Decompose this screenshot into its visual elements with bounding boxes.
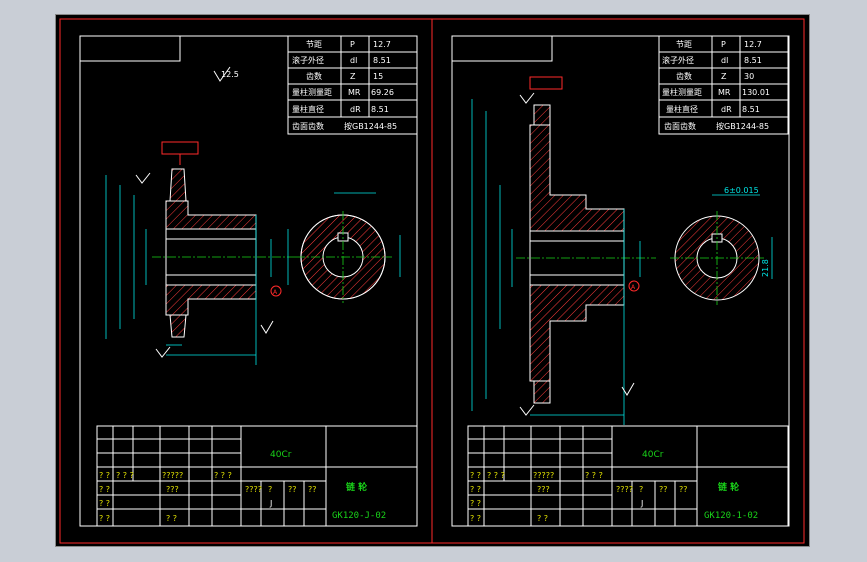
right-param-symbol-2: Z <box>721 72 727 81</box>
right-param-value-3: 130.01 <box>742 88 770 97</box>
left-param-table: 节距 P 12.7 滚子外径 dl 8.51 齿数 Z 15 量柱测量距 MR … <box>287 35 418 135</box>
right-title-mark-2: ?? <box>659 485 668 494</box>
right-param-symbol-0: P <box>721 40 726 49</box>
left-corner-box <box>79 35 181 62</box>
left-drawing-no: GK120-J-02 <box>332 511 386 521</box>
left-param-value-4: 8.51 <box>371 105 389 114</box>
right-sheet: 节距 P 12.7 滚子外径 dl 8.51 齿数 Z 30 量柱测量距 MR … <box>451 35 790 527</box>
left-param-symbol-2: Z <box>350 72 356 81</box>
right-param-value-5: 按GB1244-85 <box>716 121 769 131</box>
left-sheet-mark: J <box>269 499 272 508</box>
cad-drawing-canvas[interactable]: 节距 P 12.7 滚子外径 dl 8.51 齿数 Z 15 量柱测量距 MR … <box>55 14 810 547</box>
left-param-symbol-1: dl <box>350 56 357 65</box>
left-tq-6: ??? <box>166 485 179 494</box>
right-title-mark-1: ? <box>639 485 643 494</box>
left-param-value-5: 按GB1244-85 <box>344 121 397 131</box>
left-section-view: A <box>105 141 296 365</box>
left-param-label-0: 节距 <box>306 40 322 49</box>
right-param-value-1: 8.51 <box>744 56 762 65</box>
left-param-symbol-0: P <box>350 40 355 49</box>
right-param-table: 节距 P 12.7 滚子外径 dl 8.51 齿数 Z 30 量柱测量距 MR … <box>658 35 789 135</box>
left-sheet: 节距 P 12.7 滚子外径 dl 8.51 齿数 Z 15 量柱测量距 MR … <box>79 35 418 527</box>
right-tq-8: ? ? <box>537 514 548 523</box>
left-param-value-2: 15 <box>373 72 383 81</box>
left-param-label-5: 齿面齿数 <box>292 121 324 131</box>
left-param-label-2: 齿数 <box>306 71 322 81</box>
right-title-block: ? ? ? ? ? ????? ? ? ? ? ? ? ? ??? ? ? ? … <box>467 425 789 527</box>
right-section-view: A <box>471 76 656 425</box>
left-material: 40Cr <box>270 450 292 460</box>
left-title-mark-0: ???? <box>245 485 262 494</box>
left-title-mark-1: ? <box>268 485 272 494</box>
right-param-label-2: 齿数 <box>676 71 692 81</box>
right-title-mark-0: ???? <box>616 485 633 494</box>
left-tq-4: ? ? <box>99 485 110 494</box>
right-drawing-no: GK120-1-02 <box>704 511 758 521</box>
right-sheet-border <box>431 18 805 544</box>
right-param-value-4: 8.51 <box>742 105 760 114</box>
right-datum-label: A <box>631 284 636 291</box>
right-tq-7: ? ? <box>470 514 481 523</box>
left-title-mark-2: ?? <box>288 485 297 494</box>
right-param-symbol-3: MR <box>718 88 731 97</box>
right-param-label-5: 齿面齿数 <box>664 121 696 131</box>
left-roughness-note: 12.5 <box>221 70 239 79</box>
left-param-label-3: 量柱测量距 <box>292 87 332 97</box>
right-keyway-depth: 21.8 <box>761 259 770 277</box>
left-roughness-symbol <box>213 66 231 82</box>
left-tq-5: ? ? <box>99 499 110 508</box>
drawing-svg: 节距 P 12.7 滚子外径 dl 8.51 齿数 Z 15 量柱测量距 MR … <box>59 18 805 544</box>
left-param-symbol-3: MR <box>348 88 361 97</box>
right-param-label-0: 节距 <box>676 40 692 49</box>
left-end-view <box>296 192 401 303</box>
right-tq-5: ? ? <box>470 499 481 508</box>
right-tq-3: ? ? ? <box>585 471 603 480</box>
right-corner-box <box>451 35 553 62</box>
left-param-label-1: 滚子外径 <box>292 55 324 65</box>
right-part-name: 链 轮 <box>718 481 739 493</box>
left-part-name: 链 轮 <box>346 481 367 493</box>
left-param-value-3: 69.26 <box>371 88 394 97</box>
left-param-value-1: 8.51 <box>373 56 391 65</box>
left-tq-1: ? ? ? <box>116 471 134 480</box>
right-tq-2: ????? <box>533 471 554 480</box>
right-param-label-1: 滚子外径 <box>662 55 694 65</box>
right-param-label-3: 量柱测量距 <box>662 87 702 97</box>
left-tq-0: ? ? <box>99 471 110 480</box>
left-tq-8: ? ? <box>166 514 177 523</box>
left-param-label-4: 量柱直径 <box>292 104 324 114</box>
right-param-value-0: 12.7 <box>744 40 762 49</box>
left-param-symbol-4: dR <box>350 105 361 114</box>
right-sheet-mark: J <box>640 499 643 508</box>
right-title-mark-3: ?? <box>679 485 688 494</box>
right-material: 40Cr <box>642 450 664 460</box>
right-param-symbol-1: dl <box>721 56 728 65</box>
right-tq-6: ??? <box>537 485 550 494</box>
right-tq-1: ? ? ? <box>487 471 505 480</box>
left-datum-label: A <box>273 289 278 296</box>
right-tq-4: ? ? <box>470 485 481 494</box>
left-tq-7: ? ? <box>99 514 110 523</box>
right-keyway-note: 6±0.015 <box>724 186 759 195</box>
left-param-value-0: 12.7 <box>373 40 391 49</box>
right-tq-0: ? ? <box>470 471 481 480</box>
right-end-view: 6±0.015 21.8 <box>670 186 773 305</box>
right-param-label-4: 量柱直径 <box>666 104 698 114</box>
left-title-block: ? ? ? ? ? ????? ? ? ? ? ? ? ? ??? ? ? ? … <box>96 425 418 527</box>
right-param-symbol-4: dR <box>721 105 732 114</box>
left-title-mark-3: ?? <box>308 485 317 494</box>
right-param-value-2: 30 <box>744 72 754 81</box>
left-tq-3: ? ? ? <box>214 471 232 480</box>
left-tq-2: ????? <box>162 471 183 480</box>
